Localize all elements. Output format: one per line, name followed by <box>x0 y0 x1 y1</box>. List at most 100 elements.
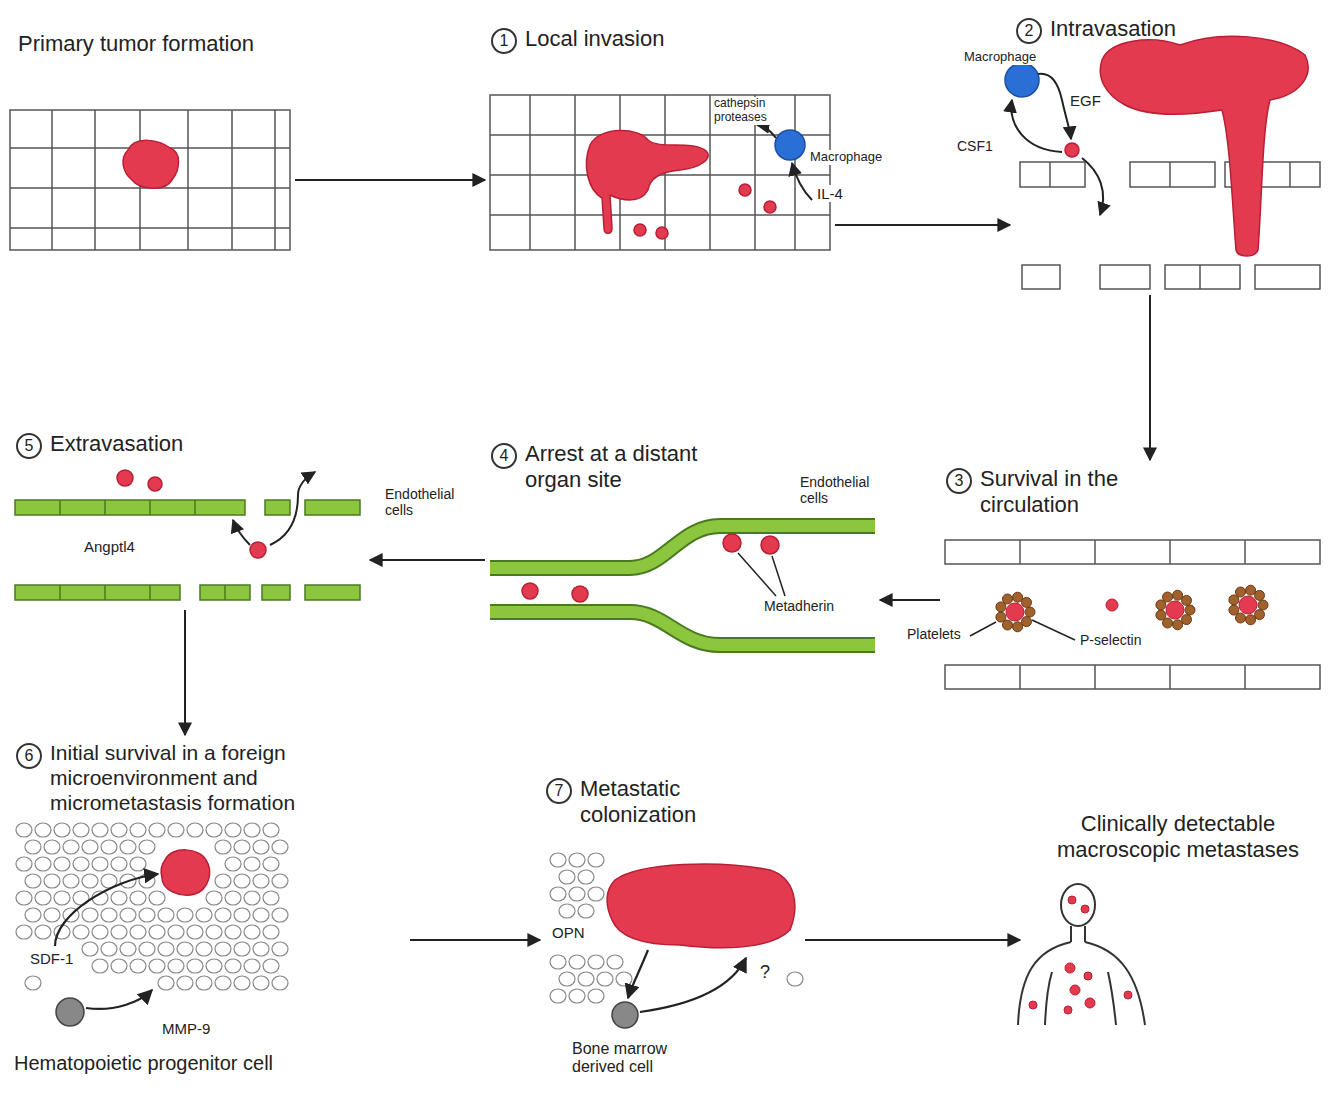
tumor-cell <box>761 536 779 554</box>
tissue-cell <box>206 823 222 837</box>
tissue-cell <box>569 853 585 867</box>
platelet <box>1246 615 1256 625</box>
annotation-label: MMP-9 <box>160 1020 212 1037</box>
tissue-cell <box>92 925 108 939</box>
panel: Extravasation <box>10 425 370 610</box>
tissue-cell <box>225 925 241 939</box>
tissue-cell <box>168 823 184 837</box>
tissue-grid <box>490 95 830 250</box>
tissue-cell <box>206 891 222 905</box>
signal-arrow <box>55 874 158 946</box>
tissue-cell <box>168 959 184 973</box>
intravasating-tumor <box>1065 143 1079 157</box>
tissue-cell <box>149 891 165 905</box>
annotation-label: Angptl4 <box>82 538 137 555</box>
tissue-cell <box>111 959 127 973</box>
tissue-cell <box>550 887 566 901</box>
panel-heading: Intravasation <box>1050 16 1310 42</box>
endothelium <box>60 500 225 600</box>
human-figure <box>1071 926 1085 942</box>
metastasis-spot <box>1065 963 1075 973</box>
tissue-cell <box>550 989 566 1003</box>
tissue-cell <box>82 908 98 922</box>
annotation-label: Macrophage <box>962 50 1038 65</box>
micrometastasis <box>161 850 210 895</box>
metastasis-spot <box>1070 985 1080 995</box>
tissue-cell <box>263 959 279 973</box>
panel-heading: Arrest at a distant organ site <box>525 441 755 493</box>
tissue-cell <box>177 976 193 990</box>
invading-tumor <box>656 227 668 239</box>
tissue-cell <box>120 908 136 922</box>
tissue-cell <box>234 942 250 956</box>
signal-arrow <box>233 472 315 545</box>
blood-vessel <box>490 612 875 645</box>
tissue-cell <box>569 955 585 969</box>
tissue-cell <box>158 908 174 922</box>
tissue-cell <box>16 823 32 837</box>
tissue-cell <box>272 976 288 990</box>
tissue-cell <box>253 874 269 888</box>
macrophage <box>1005 63 1039 97</box>
signal-arrow <box>757 125 776 138</box>
annotation-label: ? <box>758 962 772 983</box>
tissue-cell <box>225 891 241 905</box>
platelet <box>1255 590 1265 600</box>
tissue-cell <box>35 857 51 871</box>
panel-heading: Survival in the circulation <box>980 466 1200 518</box>
flow-arrow <box>805 939 1020 941</box>
annotation-label: P-selectin <box>1078 632 1143 648</box>
callout-number: 6 <box>16 743 42 769</box>
signal-arrow <box>757 125 812 200</box>
tissue-cell <box>550 853 566 867</box>
flow-arrow <box>1149 295 1151 460</box>
platelet <box>1182 615 1192 625</box>
tissue-cell <box>82 874 98 888</box>
tissue-cell <box>588 955 604 969</box>
tissue-cell <box>253 942 269 956</box>
tissue-cell <box>234 874 250 888</box>
signal-arrow <box>628 950 648 998</box>
panel-heading: Primary tumor formation <box>18 31 278 57</box>
annotation-label: OPN <box>550 924 587 941</box>
vessel-wall <box>1020 162 1085 187</box>
panel-heading: Local invasion <box>525 26 785 52</box>
platelet <box>1229 605 1239 615</box>
blood-vessel <box>490 526 875 568</box>
tissue-cell <box>111 823 127 837</box>
annotation-label: CSF1 <box>955 138 995 154</box>
tumor-cell <box>572 586 588 602</box>
tissue-cell <box>54 891 70 905</box>
endothelium <box>15 500 245 515</box>
tissue-cell <box>253 976 269 990</box>
tissue-cell <box>111 925 127 939</box>
metastasis-spot <box>1029 896 1132 1014</box>
tissue-cell <box>111 857 127 871</box>
tissue-cell <box>16 925 32 939</box>
tissue-cell <box>139 942 155 956</box>
signal-arrow <box>628 950 746 1012</box>
platelet <box>1013 592 1023 602</box>
platelet <box>1255 610 1265 620</box>
signal-arrow <box>1011 100 1062 152</box>
vessel-wall <box>945 540 1320 689</box>
tissue-cell <box>215 976 231 990</box>
endothelium <box>15 585 180 600</box>
tissue-cell <box>569 887 585 901</box>
tissue-cell <box>234 976 250 990</box>
tissue-cell <box>63 874 79 888</box>
tumor-cell <box>250 542 266 558</box>
signal-arrow <box>233 520 250 545</box>
tissue-cell <box>158 942 174 956</box>
invading-tumor <box>586 130 708 233</box>
tissue-cell <box>196 976 212 990</box>
tissue-cell <box>263 891 279 905</box>
tissue-cell <box>253 840 269 854</box>
tissue-cell <box>244 959 260 973</box>
annotation-label: Endothelial cells <box>798 474 888 506</box>
signal-arrow <box>1011 74 1103 215</box>
endothelium <box>305 500 360 515</box>
tissue-cell <box>73 925 89 939</box>
invading-tumor <box>586 130 776 239</box>
blood-vessel <box>490 612 875 645</box>
